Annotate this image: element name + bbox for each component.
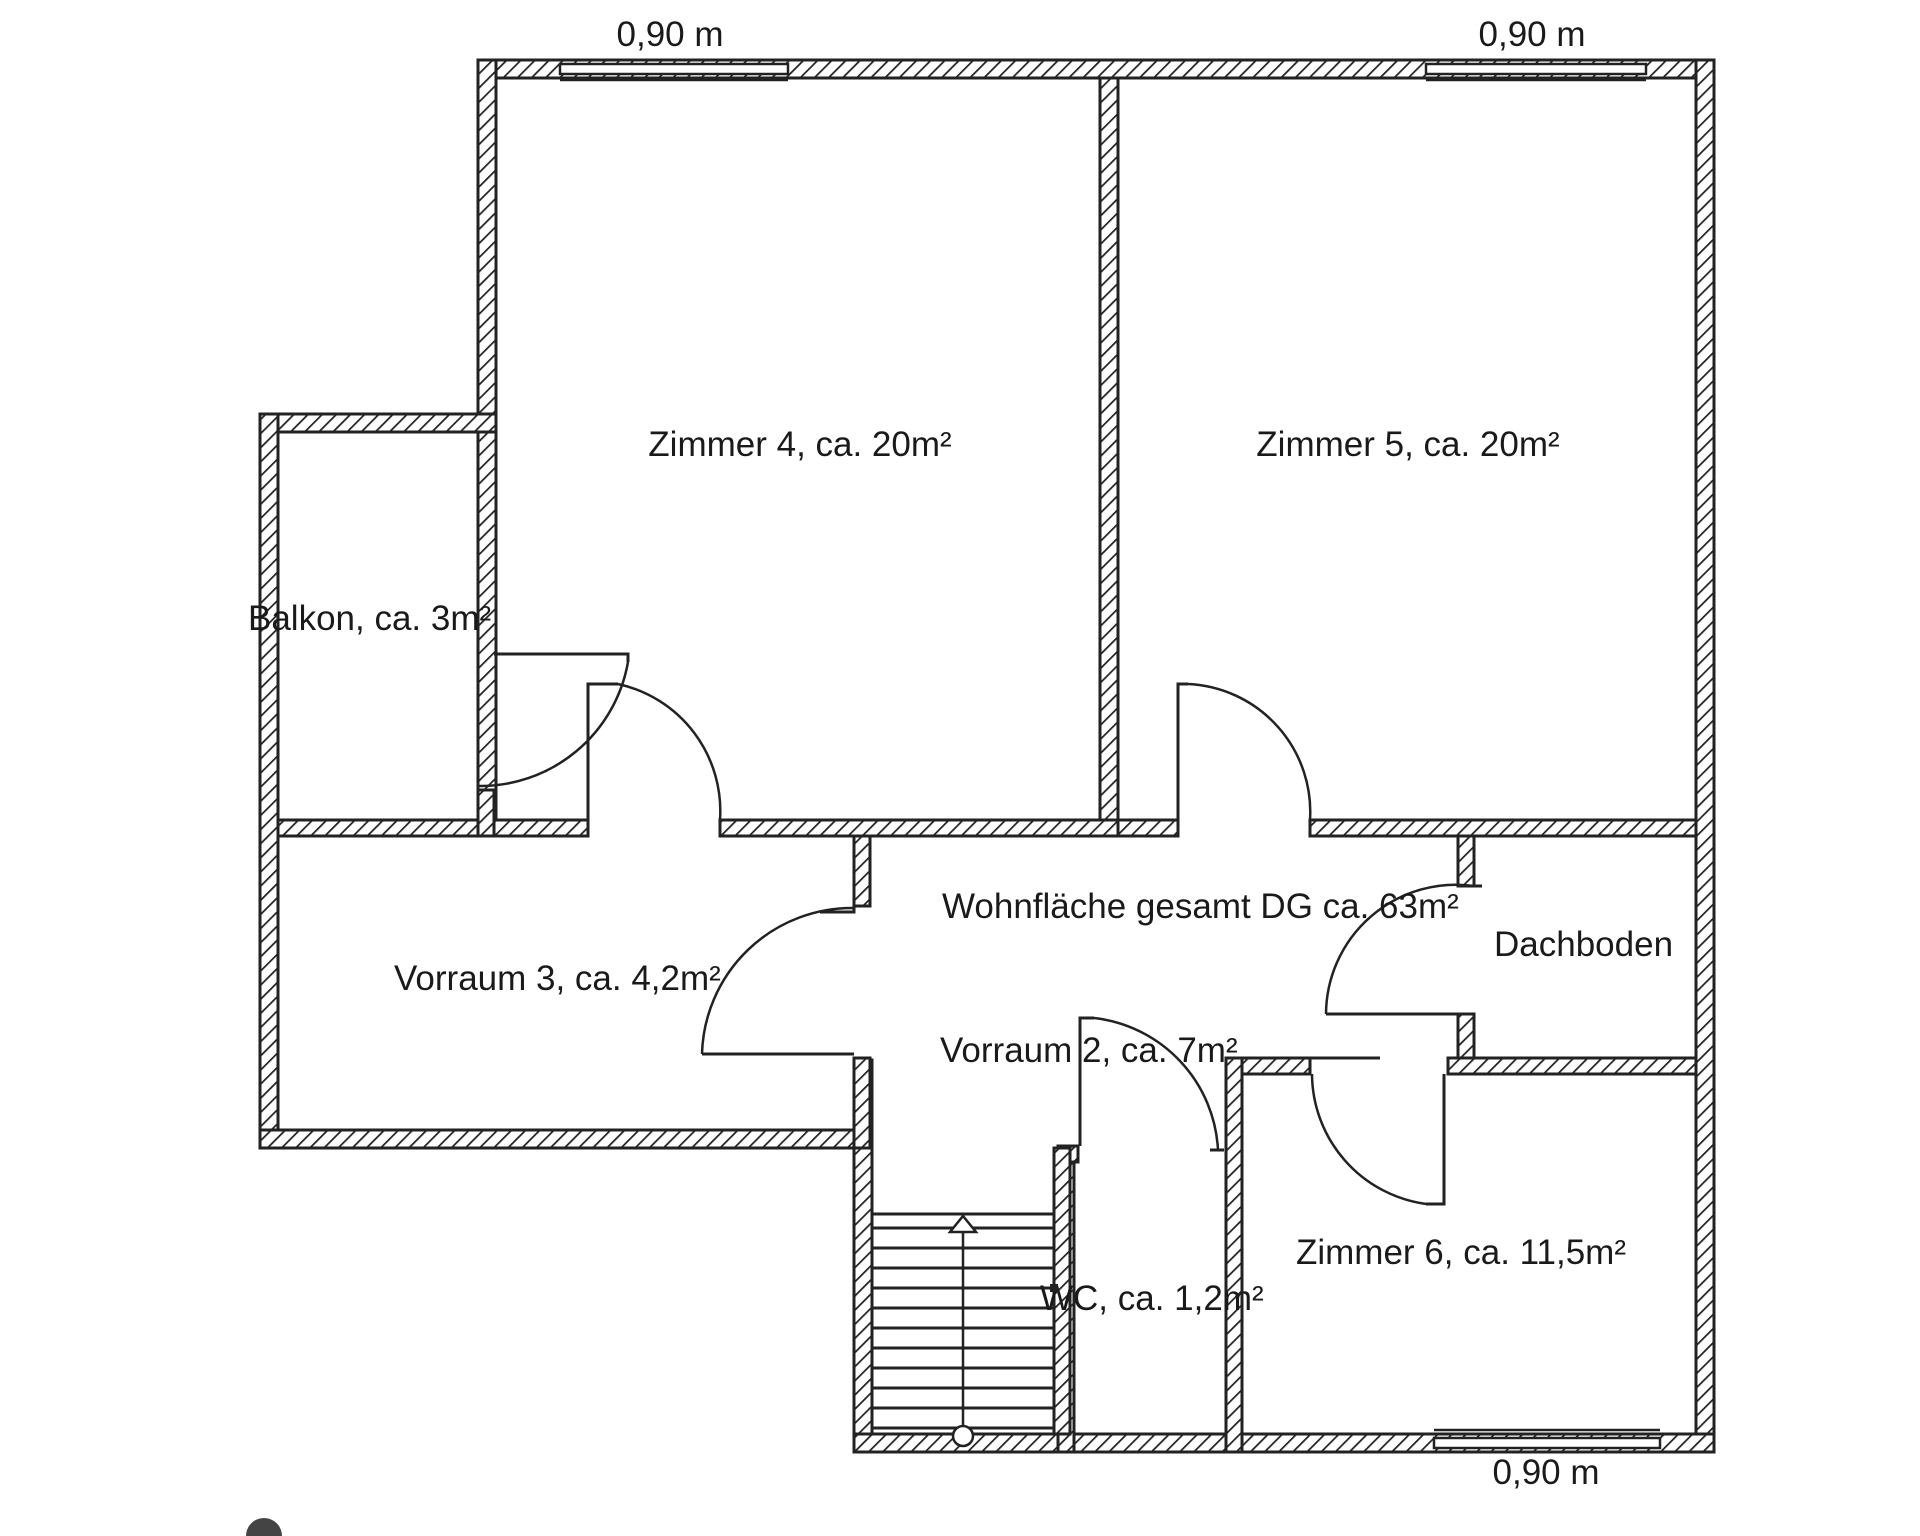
wall-zimmer4-zimmer5 [1098, 76, 1120, 822]
wall-vorraum3-bottom [258, 1128, 856, 1150]
wall-below-zimmer5-right [1308, 818, 1698, 838]
wall-dachboden-left-top [1456, 834, 1476, 888]
label-window-top-right: 0,90 m [1479, 15, 1586, 54]
label-dachboden: Dachboden [1494, 925, 1673, 964]
label-window-top-left: 0,90 m [617, 15, 724, 54]
stair-direction-arrow-icon [947, 1214, 979, 1448]
wall-below-zimmer5-left [1116, 818, 1180, 838]
window-bottom [1432, 1428, 1662, 1450]
wall-below-balkon [276, 818, 590, 838]
door-dachboden [1324, 883, 1482, 1016]
doors [477, 652, 1482, 1206]
door-wc [1078, 1016, 1224, 1152]
window-top-left [558, 62, 790, 82]
wall-upper-left [476, 58, 498, 822]
wall-below-zimmer4 [718, 818, 1120, 838]
label-wc: WC, ca. 1,2m² [1040, 1279, 1264, 1318]
wall-far-left [258, 412, 280, 1150]
wall-vorraum3-right-top [852, 834, 872, 908]
label-balkon: Balkon, ca. 3m² [248, 599, 491, 638]
label-zimmer4: Zimmer 4, ca. 20m² [648, 425, 951, 464]
door-zimmer4 [586, 682, 722, 821]
windows [558, 62, 1662, 1450]
interior-walls [276, 76, 1698, 1454]
wall-dachboden-bottom [1446, 1056, 1698, 1076]
wall-dachboden-left-bottom [1456, 1012, 1476, 1060]
door-zimmer6 [1310, 1056, 1446, 1206]
room-labels: 0,90 m 0,90 m 0,90 m Zimmer 4, ca. 20m² … [248, 15, 1673, 1492]
label-wohnflaeche: Wohnfläche gesamt DG ca. 63m² [942, 887, 1459, 926]
partial-circle-bottom [246, 1518, 282, 1536]
label-vorraum3: Vorraum 3, ca. 4,2m² [394, 959, 721, 998]
window-top-right [1424, 62, 1648, 82]
label-zimmer5: Zimmer 5, ca. 20m² [1256, 425, 1559, 464]
door-zimmer5 [1176, 682, 1312, 821]
wall-balcony-top [258, 412, 498, 434]
wc-fixture-marker [1050, 1284, 1058, 1292]
label-window-bottom: 0,90 m [1493, 1453, 1600, 1492]
label-zimmer6: Zimmer 6, ca. 11,5m² [1296, 1233, 1626, 1272]
wall-balkon-stub [476, 788, 496, 838]
door-vorraum3 [700, 906, 856, 1056]
wall-right [1694, 58, 1716, 1454]
wall-wc-zimmer6 [1224, 1056, 1244, 1454]
staircase [870, 1146, 1072, 1448]
label-vorraum2: Vorraum 2, ca. 7m² [940, 1031, 1238, 1070]
wall-vorraum3-right-bottom [852, 1056, 872, 1150]
door-balkon [477, 652, 630, 788]
